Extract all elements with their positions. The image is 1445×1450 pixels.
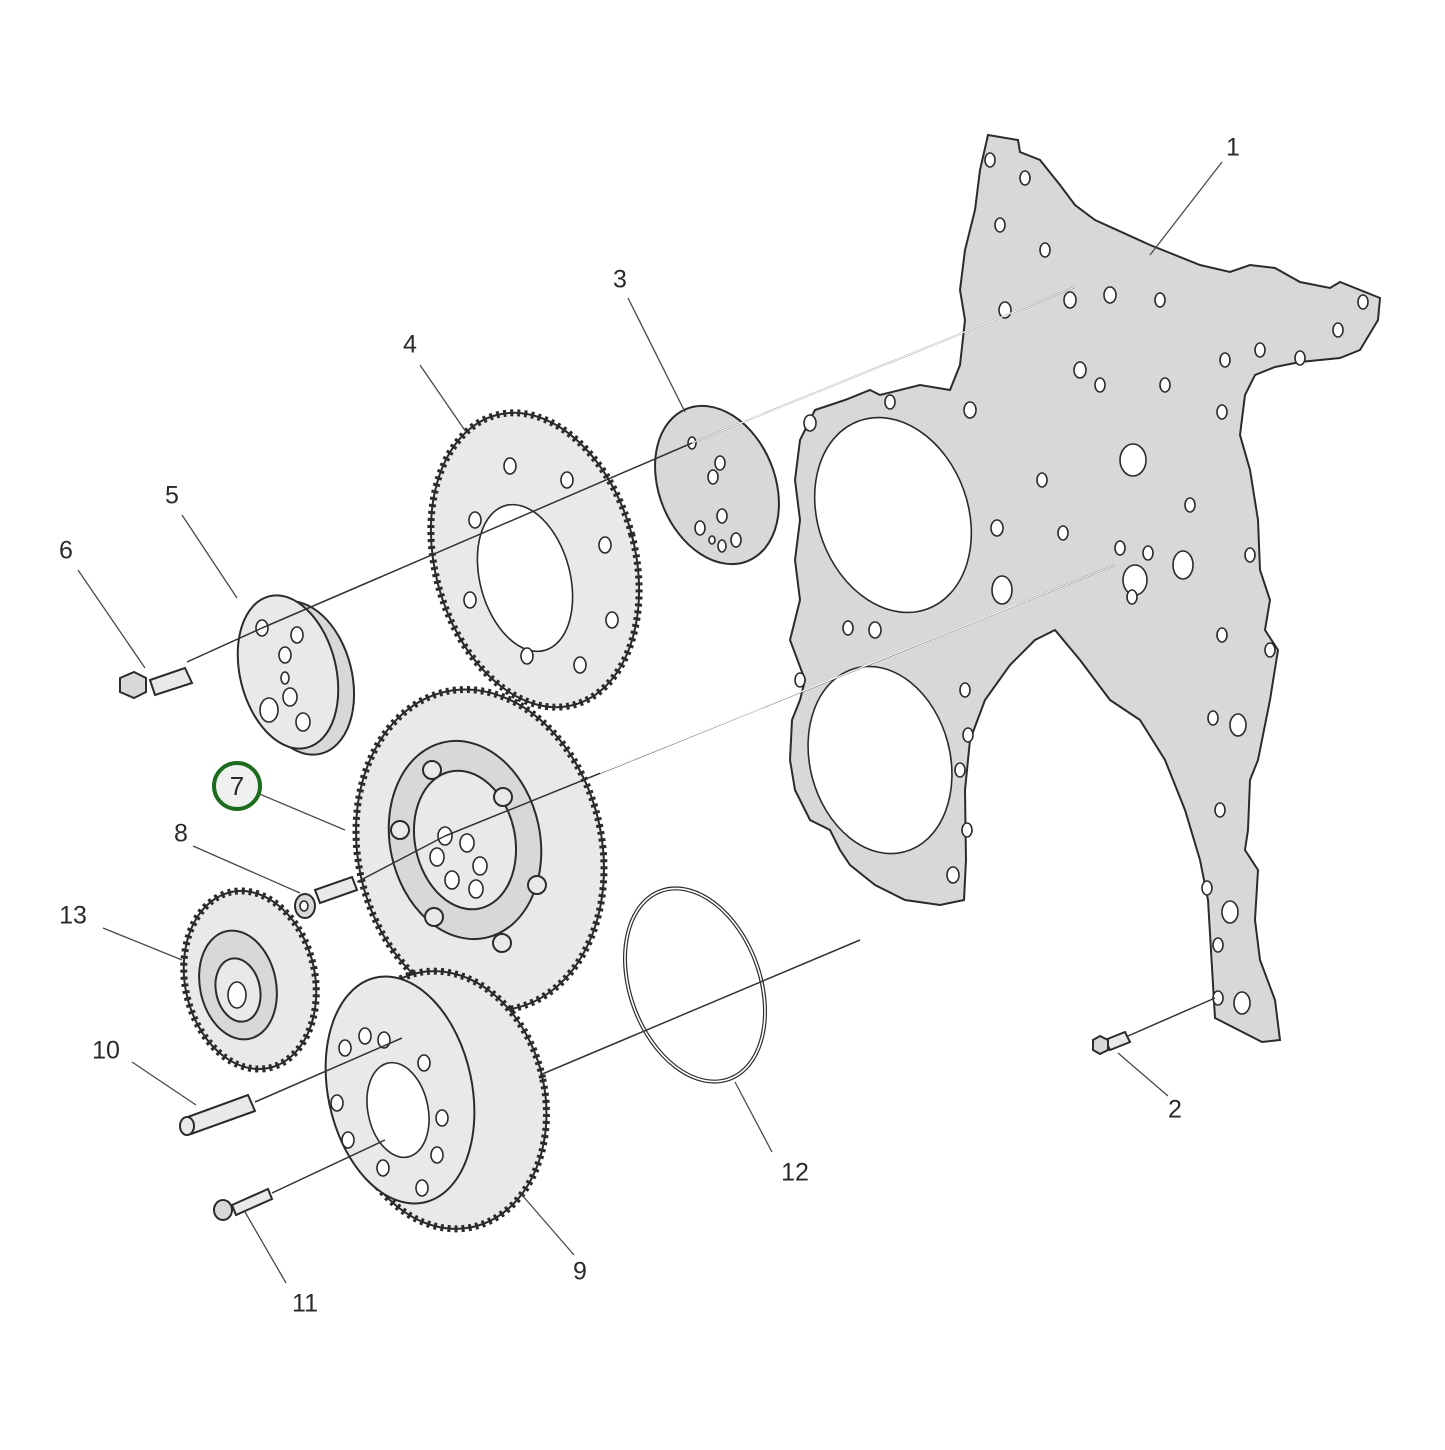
crankshaft-gear[interactable] [327,666,633,1034]
callout-4[interactable]: 4 [403,330,417,359]
cap-screw[interactable] [213,1187,274,1221]
callout-5[interactable]: 5 [165,481,179,510]
idler-gear-large[interactable] [400,389,671,731]
callout-7-highlighted[interactable]: 7 [212,761,262,811]
callout-1[interactable]: 1 [1226,133,1240,162]
callout-3[interactable]: 3 [613,265,627,294]
hub-cover[interactable] [223,585,370,766]
callout-10[interactable]: 10 [92,1036,120,1065]
callout-9[interactable]: 9 [573,1257,587,1286]
hex-bolt[interactable] [119,666,194,700]
callout-11[interactable]: 11 [292,1289,318,1318]
o-ring[interactable] [600,869,791,1101]
socket-screw[interactable] [294,875,359,919]
rear-plate[interactable] [788,133,1382,1044]
callout-13[interactable]: 13 [59,901,87,930]
leader-lines [77,161,1223,1284]
gasket-disc[interactable] [633,387,802,583]
helical-gear-hub[interactable] [306,952,570,1248]
small-idler-gear[interactable] [168,878,333,1081]
callout-8[interactable]: 8 [174,819,188,848]
assembly-axis-lines [186,286,1216,1194]
flange-bolt[interactable] [1092,1030,1132,1056]
callout-6[interactable]: 6 [59,536,73,565]
dowel-pin[interactable] [179,1093,257,1136]
callout-12[interactable]: 12 [781,1158,809,1187]
callout-2[interactable]: 2 [1168,1095,1182,1124]
